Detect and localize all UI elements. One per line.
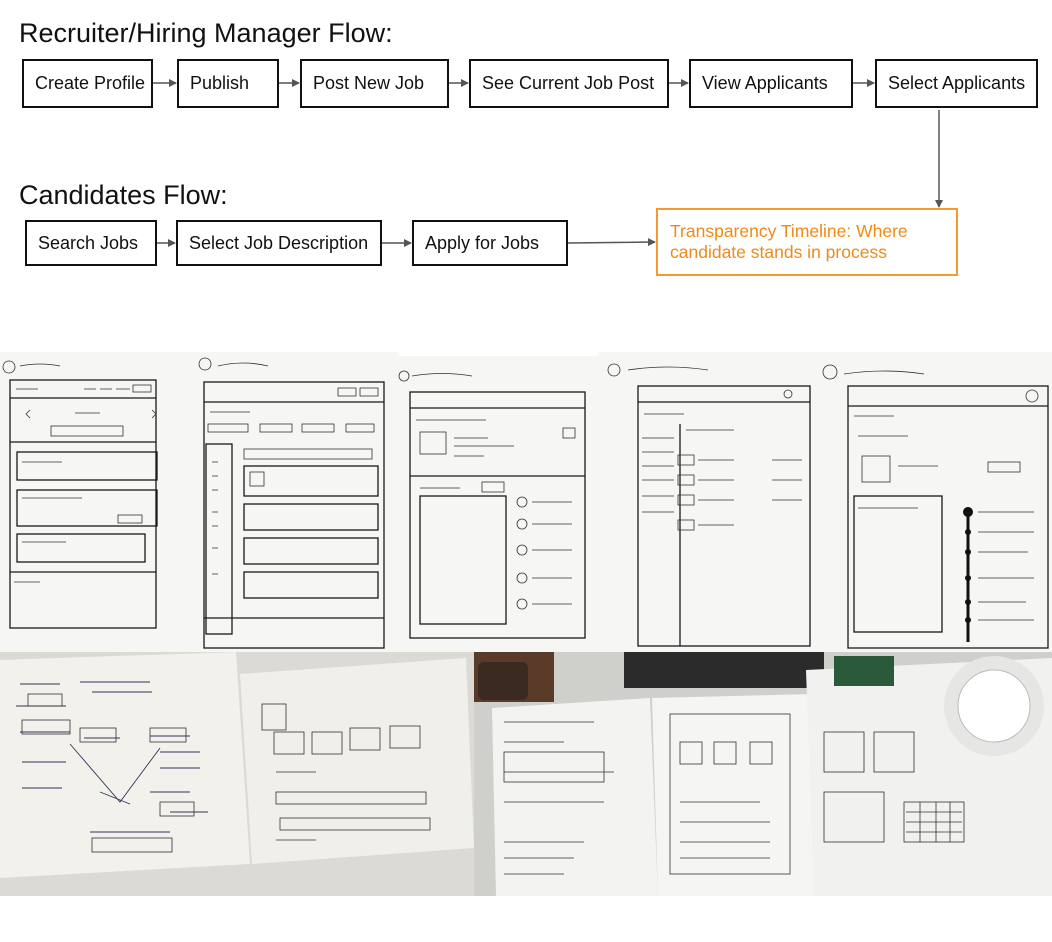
photo-sketch-notes — [0, 652, 474, 896]
sketch-landing-page — [0, 352, 198, 652]
flow-step-apply-for-jobs: Apply for Jobs — [412, 220, 568, 266]
arrow — [567, 238, 656, 247]
flow-step-post-new-job: Post New Job — [300, 59, 449, 108]
candidates-flow-title: Candidates Flow: — [19, 180, 228, 210]
flow-step-select-applicants: Select Applicants — [875, 59, 1038, 108]
recruiter-flow-title: Recruiter/Hiring Manager Flow: — [19, 18, 393, 48]
flow-step-see-current-job-post: See Current Job Post — [469, 59, 669, 108]
photo-sketch-tabletop — [474, 652, 1052, 896]
sketch-job-listing-page — [198, 352, 398, 652]
flow-step-create-profile: Create Profile — [22, 59, 153, 108]
flow-step-view-applicants: View Applicants — [689, 59, 853, 108]
flow-step-publish: Publish — [177, 59, 279, 108]
transparency-timeline-box: Transparency Timeline: Where candidate s… — [656, 208, 958, 276]
sketch-candidate-profile-page — [598, 352, 818, 652]
flow-step-search-jobs: Search Jobs — [25, 220, 157, 266]
sketch-application-status-page — [818, 352, 1052, 652]
sketch-job-detail-page — [398, 356, 598, 652]
flow-step-select-job-description: Select Job Description — [176, 220, 382, 266]
